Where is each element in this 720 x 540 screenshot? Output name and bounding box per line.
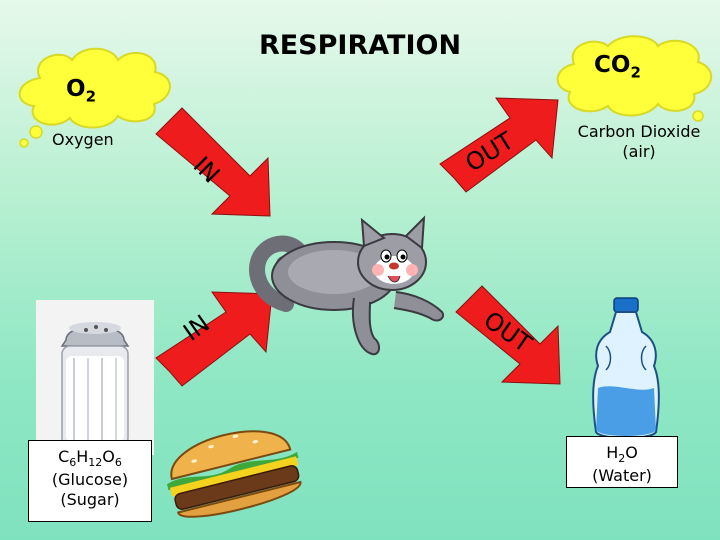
water-formula: H2O xyxy=(606,443,638,466)
co2-thought-cloud xyxy=(556,35,712,122)
o2-thought-cloud xyxy=(18,47,171,148)
water-bottle-illustration xyxy=(592,297,660,439)
co2-formula: CO2 xyxy=(594,52,641,82)
sugar-shaker-photo xyxy=(36,300,154,455)
cat-illustration xyxy=(249,215,444,356)
top-out-arrow xyxy=(439,97,559,193)
oxygen-label: Oxygen xyxy=(52,130,114,149)
glucose-label: C6H12O6 (Glucose) (Sugar) xyxy=(28,440,152,522)
o2-formula: O2 xyxy=(66,76,96,106)
hamburger-illustration xyxy=(167,430,302,518)
page-title: RESPIRATION xyxy=(258,30,462,61)
glucose-formula: C6H12O6 xyxy=(58,447,122,470)
carbon-dioxide-label: Carbon Dioxide (air) xyxy=(577,122,701,161)
bottom-out-arrow xyxy=(455,285,561,385)
top-in-arrow xyxy=(155,107,271,217)
water-label: H2O (Water) xyxy=(566,436,678,488)
